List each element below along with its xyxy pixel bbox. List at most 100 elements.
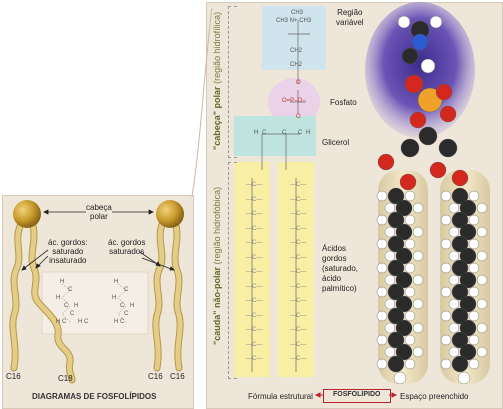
atom-hydrogen [448, 346, 460, 358]
atom-carbon [387, 259, 405, 277]
glycerol-h-left: H [254, 130, 259, 136]
atom-hydrogen [404, 190, 416, 202]
atom-hydrogen [384, 322, 396, 334]
atom-hydrogen [376, 358, 388, 370]
ch2-b: CH2 [290, 62, 303, 68]
atom-oxygen [439, 105, 457, 123]
atom-oxygen [435, 83, 453, 101]
atom-carbon [387, 307, 405, 325]
inset-atom: C [84, 319, 89, 325]
inset-atom: H [78, 319, 83, 325]
atom-hydrogen [376, 262, 388, 274]
nitrogen: N+ [289, 18, 298, 24]
atom-hydrogen [404, 358, 416, 370]
atom-oxygen [409, 111, 427, 129]
atom-hydrogen [440, 310, 452, 322]
inset-atom: H [114, 319, 119, 325]
tail-label-c16-b: C16 [148, 372, 163, 381]
atom-hydrogen [440, 238, 452, 250]
atom-hydrogen [404, 262, 416, 274]
atom-hydrogen [440, 286, 452, 298]
atom-carbon [387, 187, 405, 205]
atom-oxygen [429, 161, 447, 179]
glycerol-c2: C [282, 130, 287, 136]
chain-carbon: —C— [290, 298, 307, 304]
atom-carbon [387, 283, 405, 301]
atom-carbon [387, 211, 405, 229]
atom-oxygen [399, 173, 417, 191]
head-glow [365, 2, 475, 138]
ch2-a: CH2 [290, 48, 303, 54]
tail-label-c16-c: C16 [170, 372, 185, 381]
head-label: cabeça polar [86, 203, 112, 221]
chain-carbon: —C— [246, 269, 263, 275]
inset-atom: C [64, 303, 69, 309]
atom-carbon [459, 295, 477, 313]
label-variable-region: Região variável [336, 8, 364, 27]
chain-carbon: —C— [290, 269, 307, 275]
chain-carbon: —C— [290, 211, 307, 217]
atom-hydrogen [440, 334, 452, 346]
atom-hydrogen [468, 190, 480, 202]
atom-hydrogen [429, 15, 443, 29]
atom-carbon [387, 235, 405, 253]
inset-atom: C [68, 287, 73, 293]
label-fatty-acids: Ácidos gordos (saturado, ácido palmítico… [322, 244, 359, 293]
atom-carbon [459, 271, 477, 289]
fatty-acid-label-right: ác. gordos saturados [108, 238, 146, 256]
inset-atom: H [114, 279, 119, 285]
atom-hydrogen [397, 15, 411, 29]
atom-hydrogen [384, 298, 396, 310]
chain-carbon: —C— [290, 196, 307, 203]
glycerol-region-box [234, 116, 316, 156]
atom-carbon [395, 199, 413, 217]
oxygen-b: O [296, 114, 301, 120]
variable-region-box [262, 6, 326, 70]
ch3-top: CH3 [291, 10, 304, 16]
inset-atom: C [120, 319, 125, 325]
label-phosphate: Fosfato [330, 98, 357, 107]
atom-hydrogen [420, 58, 436, 74]
chain-carbon: —C— [290, 356, 307, 362]
atom-carbon [459, 199, 477, 217]
atom-hydrogen [404, 286, 416, 298]
atom-hydrogen [412, 202, 424, 214]
inset-atom: H [60, 279, 65, 285]
atom-hydrogen [468, 262, 480, 274]
atom-oxygen [451, 169, 469, 187]
atom-hydrogen [476, 274, 488, 286]
atom-hydrogen [440, 190, 452, 202]
atom-hydrogen [412, 298, 424, 310]
chain-carbon: —C— [290, 182, 307, 188]
choline-atoms: CH3 CH3 N+ CH3 [276, 9, 311, 25]
atom-carbon [395, 319, 413, 337]
atom-carbon [451, 187, 469, 205]
atom-hydrogen [440, 214, 452, 226]
glycerol-h-right: H [306, 130, 311, 136]
atom-carbon [418, 126, 438, 146]
inset-atom: H [112, 295, 117, 301]
atom-hydrogen [476, 298, 488, 310]
atom-carbon [459, 343, 477, 361]
atom-hydrogen [468, 238, 480, 250]
tail-label-c18: C18 [58, 374, 73, 383]
atom-hydrogen [393, 371, 407, 385]
ch3-right: CH3 [299, 18, 312, 24]
chain-carbon: —C— [246, 211, 263, 217]
atom-carbon [438, 138, 458, 158]
atom-hydrogen [468, 358, 480, 370]
atom-carbon [459, 223, 477, 241]
caption-phospholipid: FOSFOLÍPIDO [333, 391, 381, 398]
atom-oxygen [377, 153, 395, 171]
chain-carbon: —C— [246, 254, 263, 261]
chain-carbon: —C— [246, 196, 263, 203]
chain-carbon: —C— [246, 356, 263, 362]
atom-hydrogen [468, 286, 480, 298]
inset-atom: C [62, 319, 67, 325]
chain-carbon: —C— [290, 327, 307, 333]
atom-hydrogen [476, 202, 488, 214]
fatty-acid-label-left: ác. gordos: saturado insaturado [48, 238, 88, 265]
caption-structural-formula: Fórmula estrutural [248, 392, 313, 401]
atom-hydrogen [412, 346, 424, 358]
